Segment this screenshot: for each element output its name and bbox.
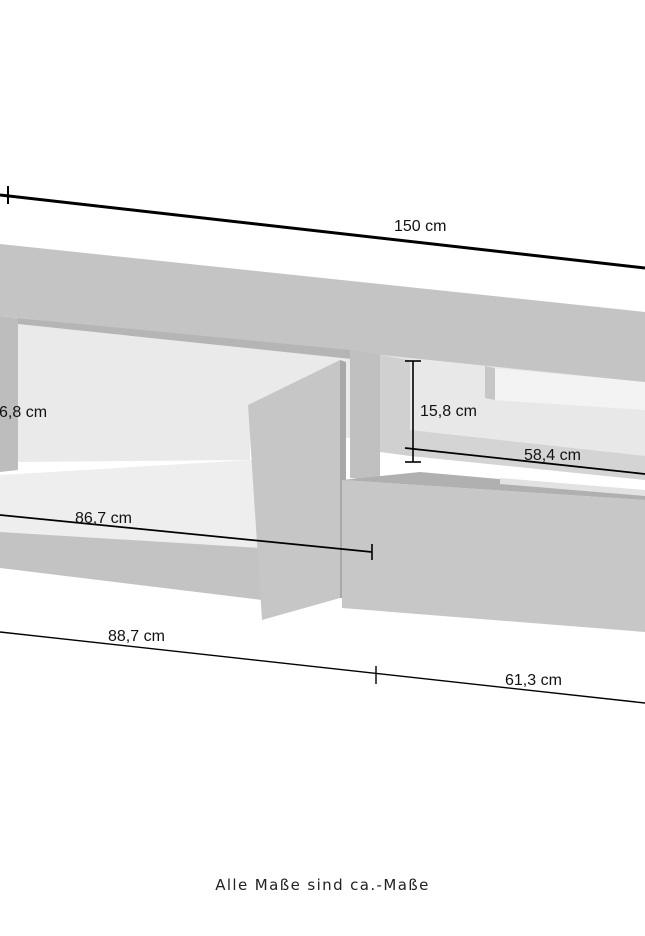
label-left-section-width: 88,7 cm bbox=[108, 628, 165, 645]
drawer-front bbox=[342, 480, 645, 632]
dim-line-shelf-depth bbox=[404, 447, 645, 475]
approximate-dimensions-note: Alle Maße sind ca.-Maße bbox=[215, 876, 430, 894]
label-shelf-height: 15,8 cm bbox=[420, 403, 477, 420]
drawer-top-edge bbox=[342, 472, 645, 500]
middle-divider bbox=[350, 350, 380, 480]
left-side-panel bbox=[0, 316, 18, 472]
label-shelf-depth: 58,4 cm bbox=[524, 447, 581, 464]
right-inner-post bbox=[485, 366, 495, 400]
dim-line-inner-width bbox=[0, 514, 373, 553]
label-overall-width: 150 cm bbox=[394, 218, 446, 235]
dimension-lines bbox=[0, 186, 645, 704]
label-inner-width: 86,7 cm bbox=[75, 510, 132, 527]
bottom-front-left bbox=[0, 532, 262, 600]
top-panel-underside bbox=[18, 318, 380, 362]
right-shelf-opening bbox=[492, 368, 645, 410]
dim-line-section-widths bbox=[0, 631, 645, 704]
open-flap-door bbox=[248, 360, 340, 620]
dim-line-overall-width bbox=[0, 193, 645, 270]
label-right-section-width: 61,3 cm bbox=[505, 672, 562, 689]
label-height-left: 6,8 cm bbox=[0, 404, 47, 421]
tv-board bbox=[0, 244, 645, 632]
dimension-labels: 150 cm 6,8 cm 15,8 cm 58,4 cm 86,7 cm 88… bbox=[0, 218, 581, 689]
drawer-glass-strip bbox=[500, 478, 645, 496]
right-inner-wall bbox=[380, 355, 410, 456]
top-panel bbox=[0, 244, 645, 382]
